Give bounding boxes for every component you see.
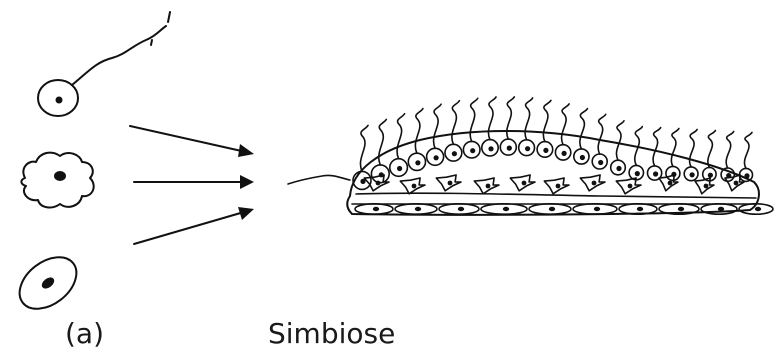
amoeboid-nucleus (486, 184, 491, 189)
surface-cell-nucleus (616, 166, 621, 171)
amoeboid-nucleus (376, 181, 381, 186)
arrow-top (130, 126, 254, 157)
flagellum (397, 114, 405, 159)
amoeboid-nucleus (556, 184, 561, 189)
caption-label: Simbiose (268, 318, 395, 350)
surface-cell-nucleus (635, 171, 640, 176)
basal-nucleus (373, 207, 379, 211)
surface-cell-nucleus (598, 160, 603, 165)
flagellum (598, 114, 606, 154)
surface-cell-nucleus (543, 148, 548, 153)
flagellum (543, 100, 551, 141)
flagellum (562, 104, 570, 145)
flagellum (434, 104, 442, 148)
panel-label: (a) (65, 318, 104, 350)
surface-cell-nucleus (580, 155, 585, 160)
surface-cell-nucleus (434, 155, 439, 160)
basal-nucleus (594, 207, 600, 211)
amoeboid-nucleus (704, 184, 709, 189)
basal-nucleus (637, 207, 643, 211)
surface-cell-nucleus (507, 146, 512, 151)
surface-cell-nucleus (525, 146, 530, 151)
basal-nucleus (718, 207, 724, 211)
surface-cell-nucleus (488, 146, 493, 151)
arrow-middle (134, 175, 254, 189)
flagellum (415, 109, 423, 154)
flagellum (726, 132, 734, 168)
flagellum (452, 101, 460, 145)
amoeboid-nucleus (412, 184, 417, 189)
surface-cell-nucleus (708, 173, 713, 178)
flagellum (379, 119, 387, 164)
flagellum (507, 97, 515, 139)
amoeboid-nucleus (522, 181, 527, 186)
amoeboid-nucleus (734, 181, 739, 186)
flagellum (580, 109, 588, 149)
elongated-cell (10, 247, 86, 318)
surface-cell-nucleus (653, 171, 658, 176)
flagellum (671, 129, 679, 167)
flagellum (488, 97, 496, 140)
arrow-bottom (134, 207, 254, 244)
basal-nucleus (503, 207, 509, 211)
surface-cell-nucleus (415, 160, 420, 165)
basal-nucleus (755, 207, 761, 211)
amoeboid-nucleus (592, 181, 597, 186)
basal-nucleus (678, 207, 684, 211)
diagram-drawing (0, 0, 774, 318)
flagellum (708, 131, 716, 168)
basal-nucleus (458, 207, 464, 211)
flagellum (653, 128, 661, 166)
surface-cell-nucleus (397, 166, 402, 171)
flagellum (525, 98, 533, 140)
flagellum (744, 132, 752, 168)
amoeboid-nucleus (668, 181, 673, 186)
surface-cell-nucleus (690, 172, 695, 177)
surface-cell-nucleus (470, 148, 475, 153)
flagellum (616, 121, 624, 160)
amoeboid-cell-layer (364, 175, 744, 194)
surface-cell-layer (353, 139, 753, 189)
surface-cell-nucleus (744, 173, 749, 178)
flagellate-cell (38, 12, 170, 116)
symbiotic-colony (288, 97, 773, 215)
surface-cell-nucleus (562, 151, 567, 156)
basal-nucleus (415, 207, 421, 211)
trailing-flagellum (288, 175, 350, 184)
flagellum (470, 98, 478, 141)
amoeboid-cell (21, 153, 93, 208)
amoeboid-nucleus (628, 184, 633, 189)
amoeboid-nucleus (448, 181, 453, 186)
surface-cell-nucleus (452, 151, 457, 156)
basal-nucleus (549, 207, 555, 211)
